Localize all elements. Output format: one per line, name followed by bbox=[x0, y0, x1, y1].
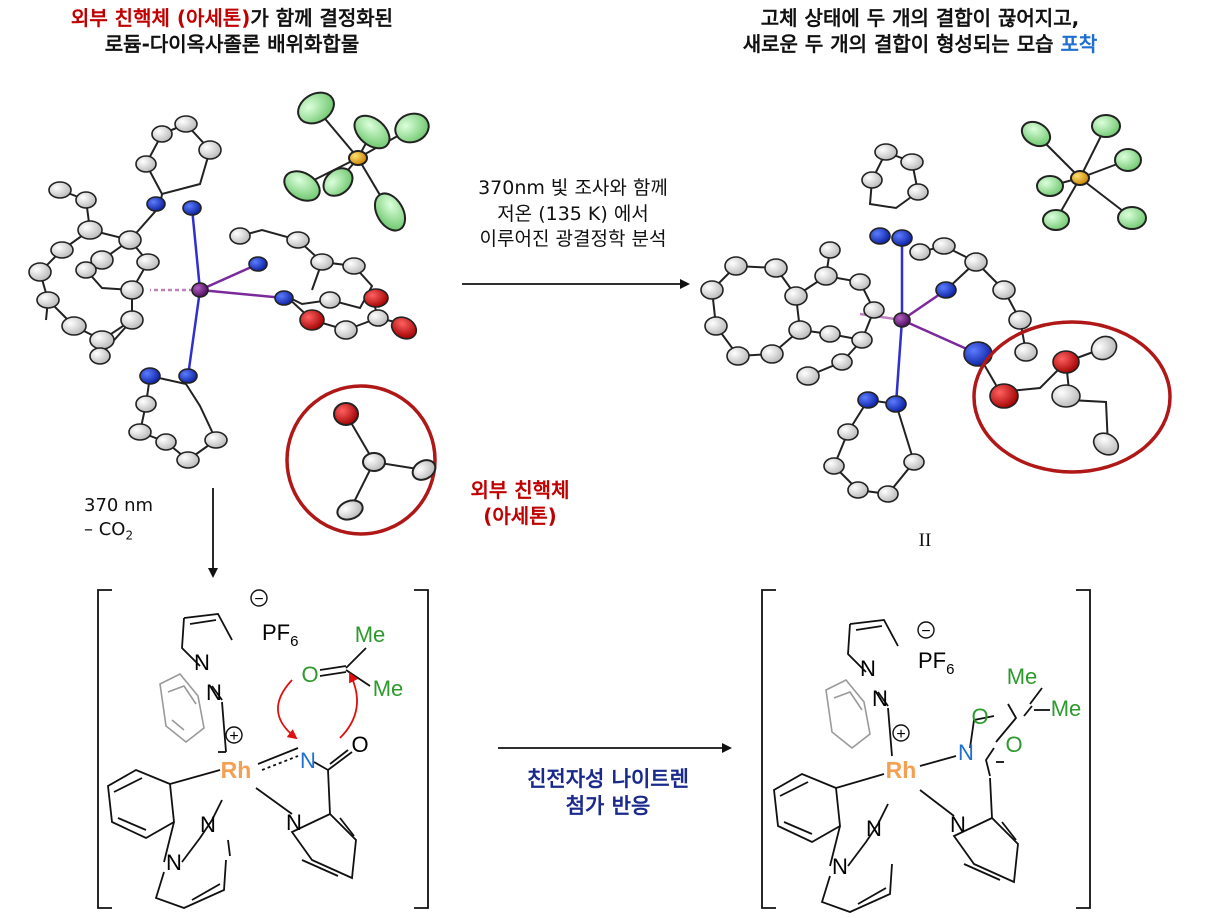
crystal-structure-right bbox=[700, 114, 1172, 503]
pf6-right: PF6 bbox=[918, 648, 954, 678]
rh-left: Rh bbox=[221, 757, 252, 783]
anion-charge-right bbox=[917, 621, 935, 639]
schematic-right: − + PF6 Rh Me Me O O N N N N N N bbox=[761, 589, 1091, 913]
nucleophile-line1: 외부 친핵체 bbox=[470, 478, 570, 502]
me-top-right: Me bbox=[1007, 664, 1038, 689]
pz-n-bot-right-1: N bbox=[866, 816, 882, 841]
cation-symbol-left: + bbox=[229, 728, 238, 745]
arrow-bottom-line1: 친전자성 나이트렌 bbox=[527, 767, 689, 791]
pf6-anion-left bbox=[283, 91, 430, 232]
pz-n-top-left-1: N bbox=[194, 650, 210, 675]
cation-symbol-right: + bbox=[896, 726, 905, 743]
ring-n-right: N bbox=[958, 740, 974, 765]
arrow-down-line1: 370 nm bbox=[84, 495, 154, 516]
pyridine-n-right: N bbox=[950, 812, 966, 837]
ring-o-2-right: O bbox=[1005, 732, 1022, 757]
anion-symbol-left: − bbox=[254, 591, 263, 608]
arrow-down-line2: – CO bbox=[84, 519, 126, 541]
cation-charge-left bbox=[225, 726, 243, 744]
anion-charge-left bbox=[250, 589, 268, 607]
arrow-top-line2: 저온 (135 K) 에서 bbox=[497, 202, 649, 225]
pz-n-top-right-1: N bbox=[860, 656, 876, 681]
pz-n-bot-left-2: N bbox=[166, 850, 182, 875]
arrow-top-line3: 이루어진 광결정학 분석 bbox=[479, 228, 667, 251]
new-bond-highlight bbox=[972, 320, 1172, 474]
crystal-structure-left bbox=[28, 91, 430, 469]
nucleophile-label: 외부 친핵체 (아세톤) bbox=[455, 478, 585, 529]
title-left-line2: 로듐-다이옥사졸론 배위화합물 bbox=[104, 31, 360, 56]
pz-n-top-left-2: N bbox=[206, 680, 222, 705]
product-label: II bbox=[918, 530, 932, 551]
schematic-left: − + PF6 Rh Me Me O N O N N N N N bbox=[97, 589, 429, 909]
pz-n-bot-right-2: N bbox=[832, 854, 848, 879]
me-right-right: Me bbox=[1051, 696, 1082, 721]
carbonyl-o-left: O bbox=[351, 732, 368, 757]
pyridine-n-left: N bbox=[286, 810, 302, 835]
arrow-top-line1: 370nm 빛 조사와 함께 bbox=[478, 177, 668, 199]
title-right-black: 새로운 두 개의 결합이 형성되는 모습 bbox=[742, 31, 1061, 56]
ketone-o-left: O bbox=[301, 662, 318, 687]
pf6-anion-right bbox=[1020, 114, 1147, 231]
title-left-black: 가 함께 결정화된 bbox=[250, 6, 394, 30]
me-bottom-left: Me bbox=[373, 676, 404, 701]
nitrene-n-left: N bbox=[300, 748, 316, 773]
title-right-blue: 포착 bbox=[1060, 31, 1098, 56]
arrow-bottom-label: 친전자성 나이트렌 첨가 반응 bbox=[478, 766, 738, 820]
title-left-red: 외부 친핵체 (아세톤) bbox=[70, 6, 251, 30]
rh-right: Rh bbox=[886, 757, 917, 783]
nucleophile-line2: (아세톤) bbox=[483, 503, 557, 528]
pz-n-top-right-2: N bbox=[872, 686, 888, 711]
me-top-left: Me bbox=[355, 622, 386, 647]
arrow-down-sub: 2 bbox=[125, 528, 134, 543]
title-right: 고체 상태에 두 개의 결합이 끊어지고, 새로운 두 개의 결합이 형성되는 … bbox=[640, 6, 1200, 57]
title-right-line1: 고체 상태에 두 개의 결합이 끊어지고, bbox=[760, 6, 1080, 30]
arrow-down-label: 370 nm – CO2 bbox=[84, 494, 194, 544]
anion-symbol-right: − bbox=[921, 623, 930, 640]
pf6-left: PF6 bbox=[262, 620, 298, 650]
pz-n-bot-left-1: N bbox=[200, 812, 216, 837]
title-left: 외부 친핵체 (아세톤)가 함께 결정화된 로듐-다이옥사졸론 배위화합물 bbox=[22, 6, 442, 57]
arrow-bottom-line2: 첨가 반응 bbox=[565, 793, 651, 818]
acetone-highlight bbox=[285, 384, 437, 536]
ring-o-1-right: O bbox=[971, 704, 988, 729]
arrow-top-label: 370nm 빛 조사와 함께 저온 (135 K) 에서 이루어진 광결정학 분… bbox=[438, 176, 708, 253]
cation-charge-right bbox=[892, 724, 910, 742]
